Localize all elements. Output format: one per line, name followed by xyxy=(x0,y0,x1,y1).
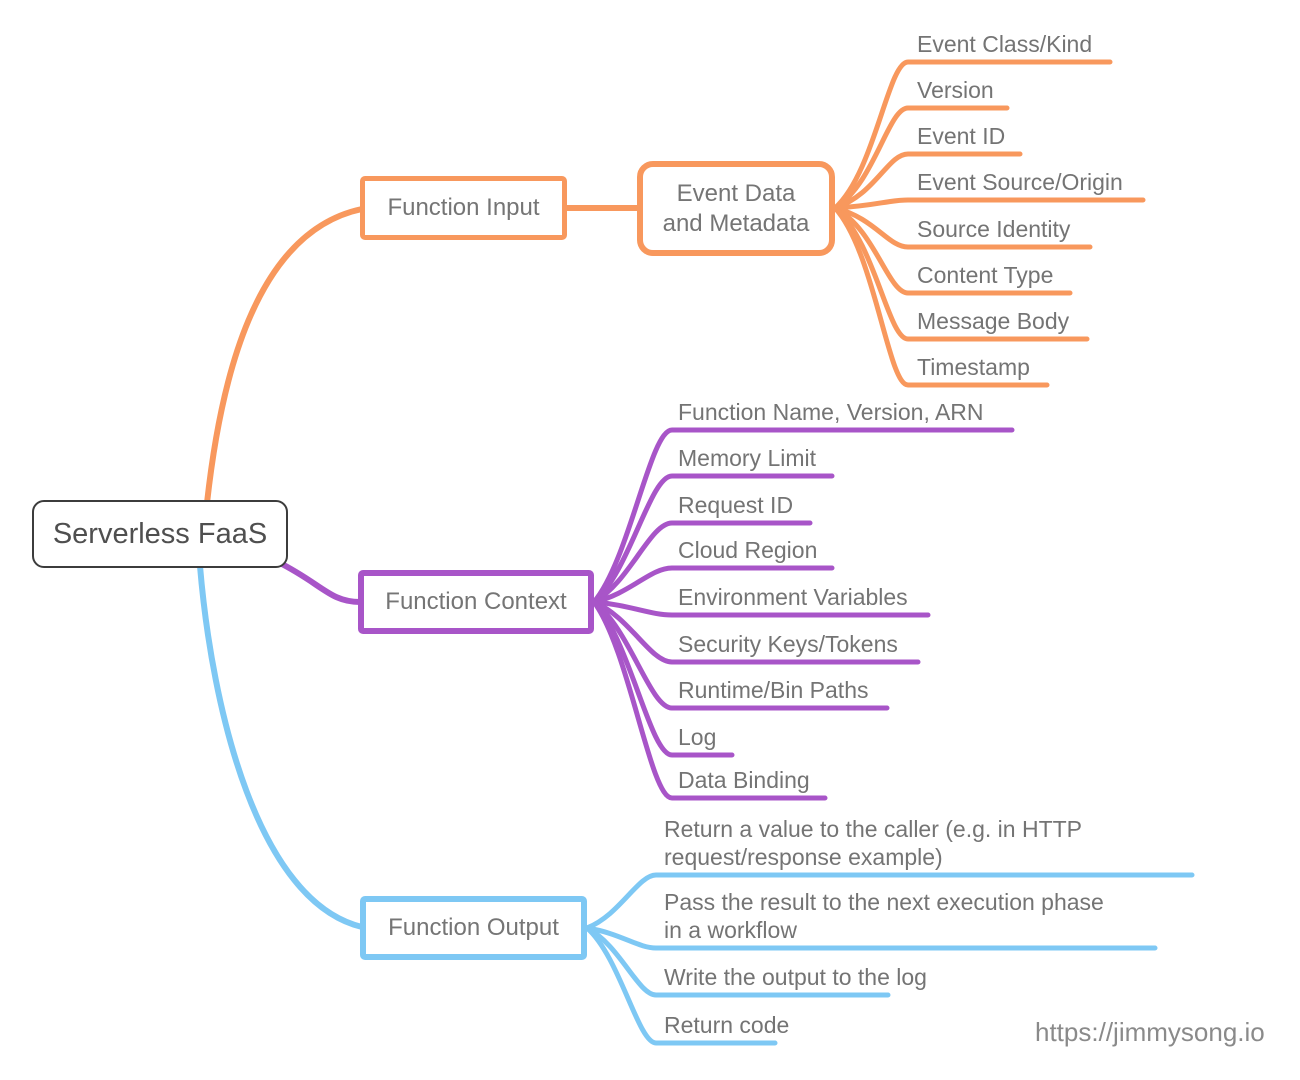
edge-leaf-timestamp xyxy=(832,205,1050,388)
edge-leaf-message-body xyxy=(832,205,1090,342)
leaf-return-value: Return a value to the caller (e.g. in HT… xyxy=(664,815,1082,871)
leaf-memory-limit: Memory Limit xyxy=(678,445,817,471)
edge-leaf-security-keys-tokens xyxy=(591,599,921,665)
edge-leaf-request-id xyxy=(591,520,813,605)
edge-leaf-content-type xyxy=(832,205,1073,296)
edge-leaf-write-output xyxy=(584,925,891,998)
edge-leaf-event-class-kind xyxy=(832,59,1113,211)
leaf-line2: in a workflow xyxy=(664,917,797,943)
edge-root-to-function-input xyxy=(204,206,365,506)
edge-leaf-cloud-region xyxy=(591,565,835,605)
branch-node-label: Function Input xyxy=(387,194,540,221)
leaf-timestamp: Timestamp xyxy=(917,354,1030,380)
branch-node-label: Function Output xyxy=(388,914,559,941)
edge-leaf-event-source-origin xyxy=(832,197,1146,211)
leaf-log: Log xyxy=(678,724,717,750)
edge-leaf-pass-result xyxy=(584,925,1158,951)
edge-leaf-version xyxy=(832,105,1010,211)
leaf-environment-variables: Environment Variables xyxy=(678,584,908,610)
leaf-line2: request/response example) xyxy=(664,844,943,870)
leaf-request-id: Request ID xyxy=(678,492,794,518)
edge-leaf-return-value xyxy=(584,872,1195,931)
subnode-event-data-and-metadata: Event Data and Metadata xyxy=(637,161,835,256)
branch-node-label: Function Context xyxy=(385,588,567,615)
leaf-line1: Pass the result to the next execution ph… xyxy=(664,889,1104,915)
edge-leaf-return-code xyxy=(584,925,778,1046)
edge-leaf-event-id xyxy=(832,151,1023,211)
leaf-event-source-origin: Event Source/Origin xyxy=(917,169,1123,195)
leaf-cloud-region: Cloud Region xyxy=(678,537,818,563)
branch-node-function-input: Function Input xyxy=(360,176,567,240)
branch-node-function-context: Function Context xyxy=(358,570,594,634)
leaf-source-identity: Source Identity xyxy=(917,216,1071,242)
watermark-url: https://jimmysong.io xyxy=(1035,1017,1265,1047)
leaf-content-type: Content Type xyxy=(917,262,1054,288)
root-node-serverless-faas: Serverless FaaS xyxy=(32,500,288,568)
leaf-version: Version xyxy=(917,77,994,103)
leaf-write-output: Write the output to the log xyxy=(664,963,927,991)
edge-leaf-data-binding xyxy=(591,599,828,801)
leaf-return-code: Return code xyxy=(664,1011,789,1039)
leaf-line1: Write the output to the log xyxy=(664,964,927,990)
subnode-label-line1: Event Data xyxy=(676,179,796,207)
edge-leaf-runtime-bin-paths xyxy=(591,599,890,711)
leaf-event-class-kind: Event Class/Kind xyxy=(917,31,1093,57)
leaf-message-body: Message Body xyxy=(917,308,1070,334)
leaf-event-id: Event ID xyxy=(917,123,1006,149)
branch-node-function-output: Function Output xyxy=(360,896,587,960)
leaf-function-name-version-arn: Function Name, Version, ARN xyxy=(678,399,984,425)
leaf-runtime-bin-paths: Runtime/Bin Paths xyxy=(678,677,869,703)
leaf-security-keys-tokens: Security Keys/Tokens xyxy=(678,631,898,657)
edge-root-to-function-context xyxy=(275,559,363,605)
edge-leaf-source-identity xyxy=(832,205,1093,250)
subnode-label-line2: and Metadata xyxy=(662,209,810,237)
leaf-line1: Return a value to the caller (e.g. in HT… xyxy=(664,816,1083,842)
edge-leaf-function-name-version-arn xyxy=(591,427,1015,605)
edge-leaf-environment-variables xyxy=(591,599,931,618)
leaf-pass-result: Pass the result to the next execution ph… xyxy=(664,888,1104,944)
root-node-label: Serverless FaaS xyxy=(52,517,268,550)
leaf-line1: Return code xyxy=(664,1012,790,1038)
edge-root-to-function-output xyxy=(197,563,365,930)
edge-leaf-memory-limit xyxy=(591,473,835,605)
leaf-data-binding: Data Binding xyxy=(678,767,810,793)
